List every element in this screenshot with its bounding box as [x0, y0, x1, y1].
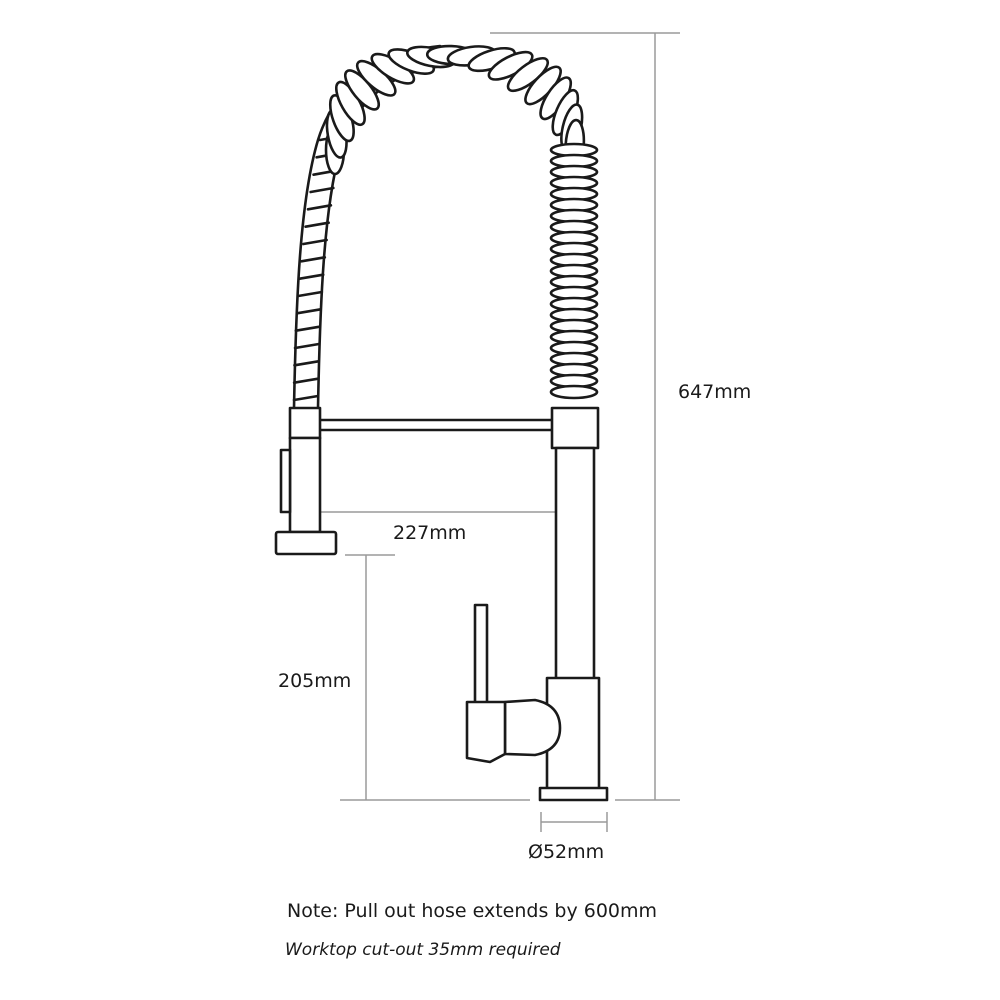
- base-diameter-label: Ø52mm: [528, 841, 604, 863]
- tap-column: [554, 446, 596, 682]
- spout-height-label: 205mm: [278, 670, 351, 692]
- spray-head: [274, 406, 338, 556]
- lever-handle: [465, 603, 507, 764]
- base-plate: [538, 786, 609, 802]
- reach-label: 227mm: [393, 522, 466, 544]
- spring-coil: [324, 44, 599, 400]
- spring-collar: [550, 406, 600, 450]
- dimension-lines: [301, 32, 680, 832]
- height-label: 647mm: [678, 381, 751, 403]
- valve-housing: [503, 698, 562, 757]
- tap-drawing: [274, 44, 609, 802]
- worktop-cutout-note: Worktop cut-out 35mm required: [285, 940, 561, 960]
- hose-extension-note: Note: Pull out hose extends by 600mm: [287, 900, 658, 922]
- spout-support-bar: [318, 418, 554, 432]
